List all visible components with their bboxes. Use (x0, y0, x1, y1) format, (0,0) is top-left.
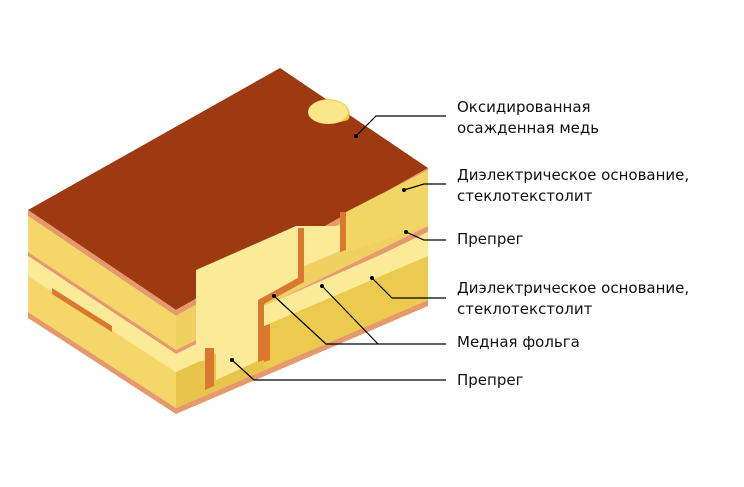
leader-copper-foil-a (273, 295, 446, 345)
label-line: Диэлектрическое основание, (457, 279, 690, 297)
label-prepreg-bottom: Препрег (457, 370, 523, 391)
label-line: Медная фольга (457, 333, 580, 351)
label-line: Оксидированная (457, 98, 591, 116)
leader-copper-foil-b (321, 285, 379, 345)
leader-prepreg-bottom (231, 359, 446, 381)
label-line: стеклотекстолит (457, 300, 593, 318)
leader-lines (231, 115, 446, 381)
label-line: Препрег (457, 371, 524, 389)
label-line: осажденная медь (457, 119, 600, 137)
leader-dielectric-bottom (371, 277, 446, 299)
leader-dielectric-top (403, 183, 446, 191)
label-line: стеклотекстолит (457, 187, 593, 205)
top-copper-surface (28, 68, 428, 310)
label-line: Диэлектрическое основание, (457, 166, 690, 184)
label-prepreg-top: Препрег (457, 229, 523, 250)
label-oxidized-copper: Оксидированная осажденная медь (457, 97, 599, 139)
leader-oxidized-copper (355, 115, 446, 137)
leader-prepreg-top (405, 231, 446, 241)
label-line: Препрег (457, 230, 524, 248)
label-copper-foil: Медная фольга (457, 332, 580, 353)
label-dielectric-bottom: Диэлектрическое основание, стеклотекстол… (457, 278, 689, 320)
plated-via (196, 212, 346, 390)
label-dielectric-top: Диэлектрическое основание, стеклотекстол… (457, 165, 689, 207)
leader-dots (230, 134, 408, 362)
front-face-layers (28, 210, 176, 414)
via-hole-top (308, 100, 348, 124)
